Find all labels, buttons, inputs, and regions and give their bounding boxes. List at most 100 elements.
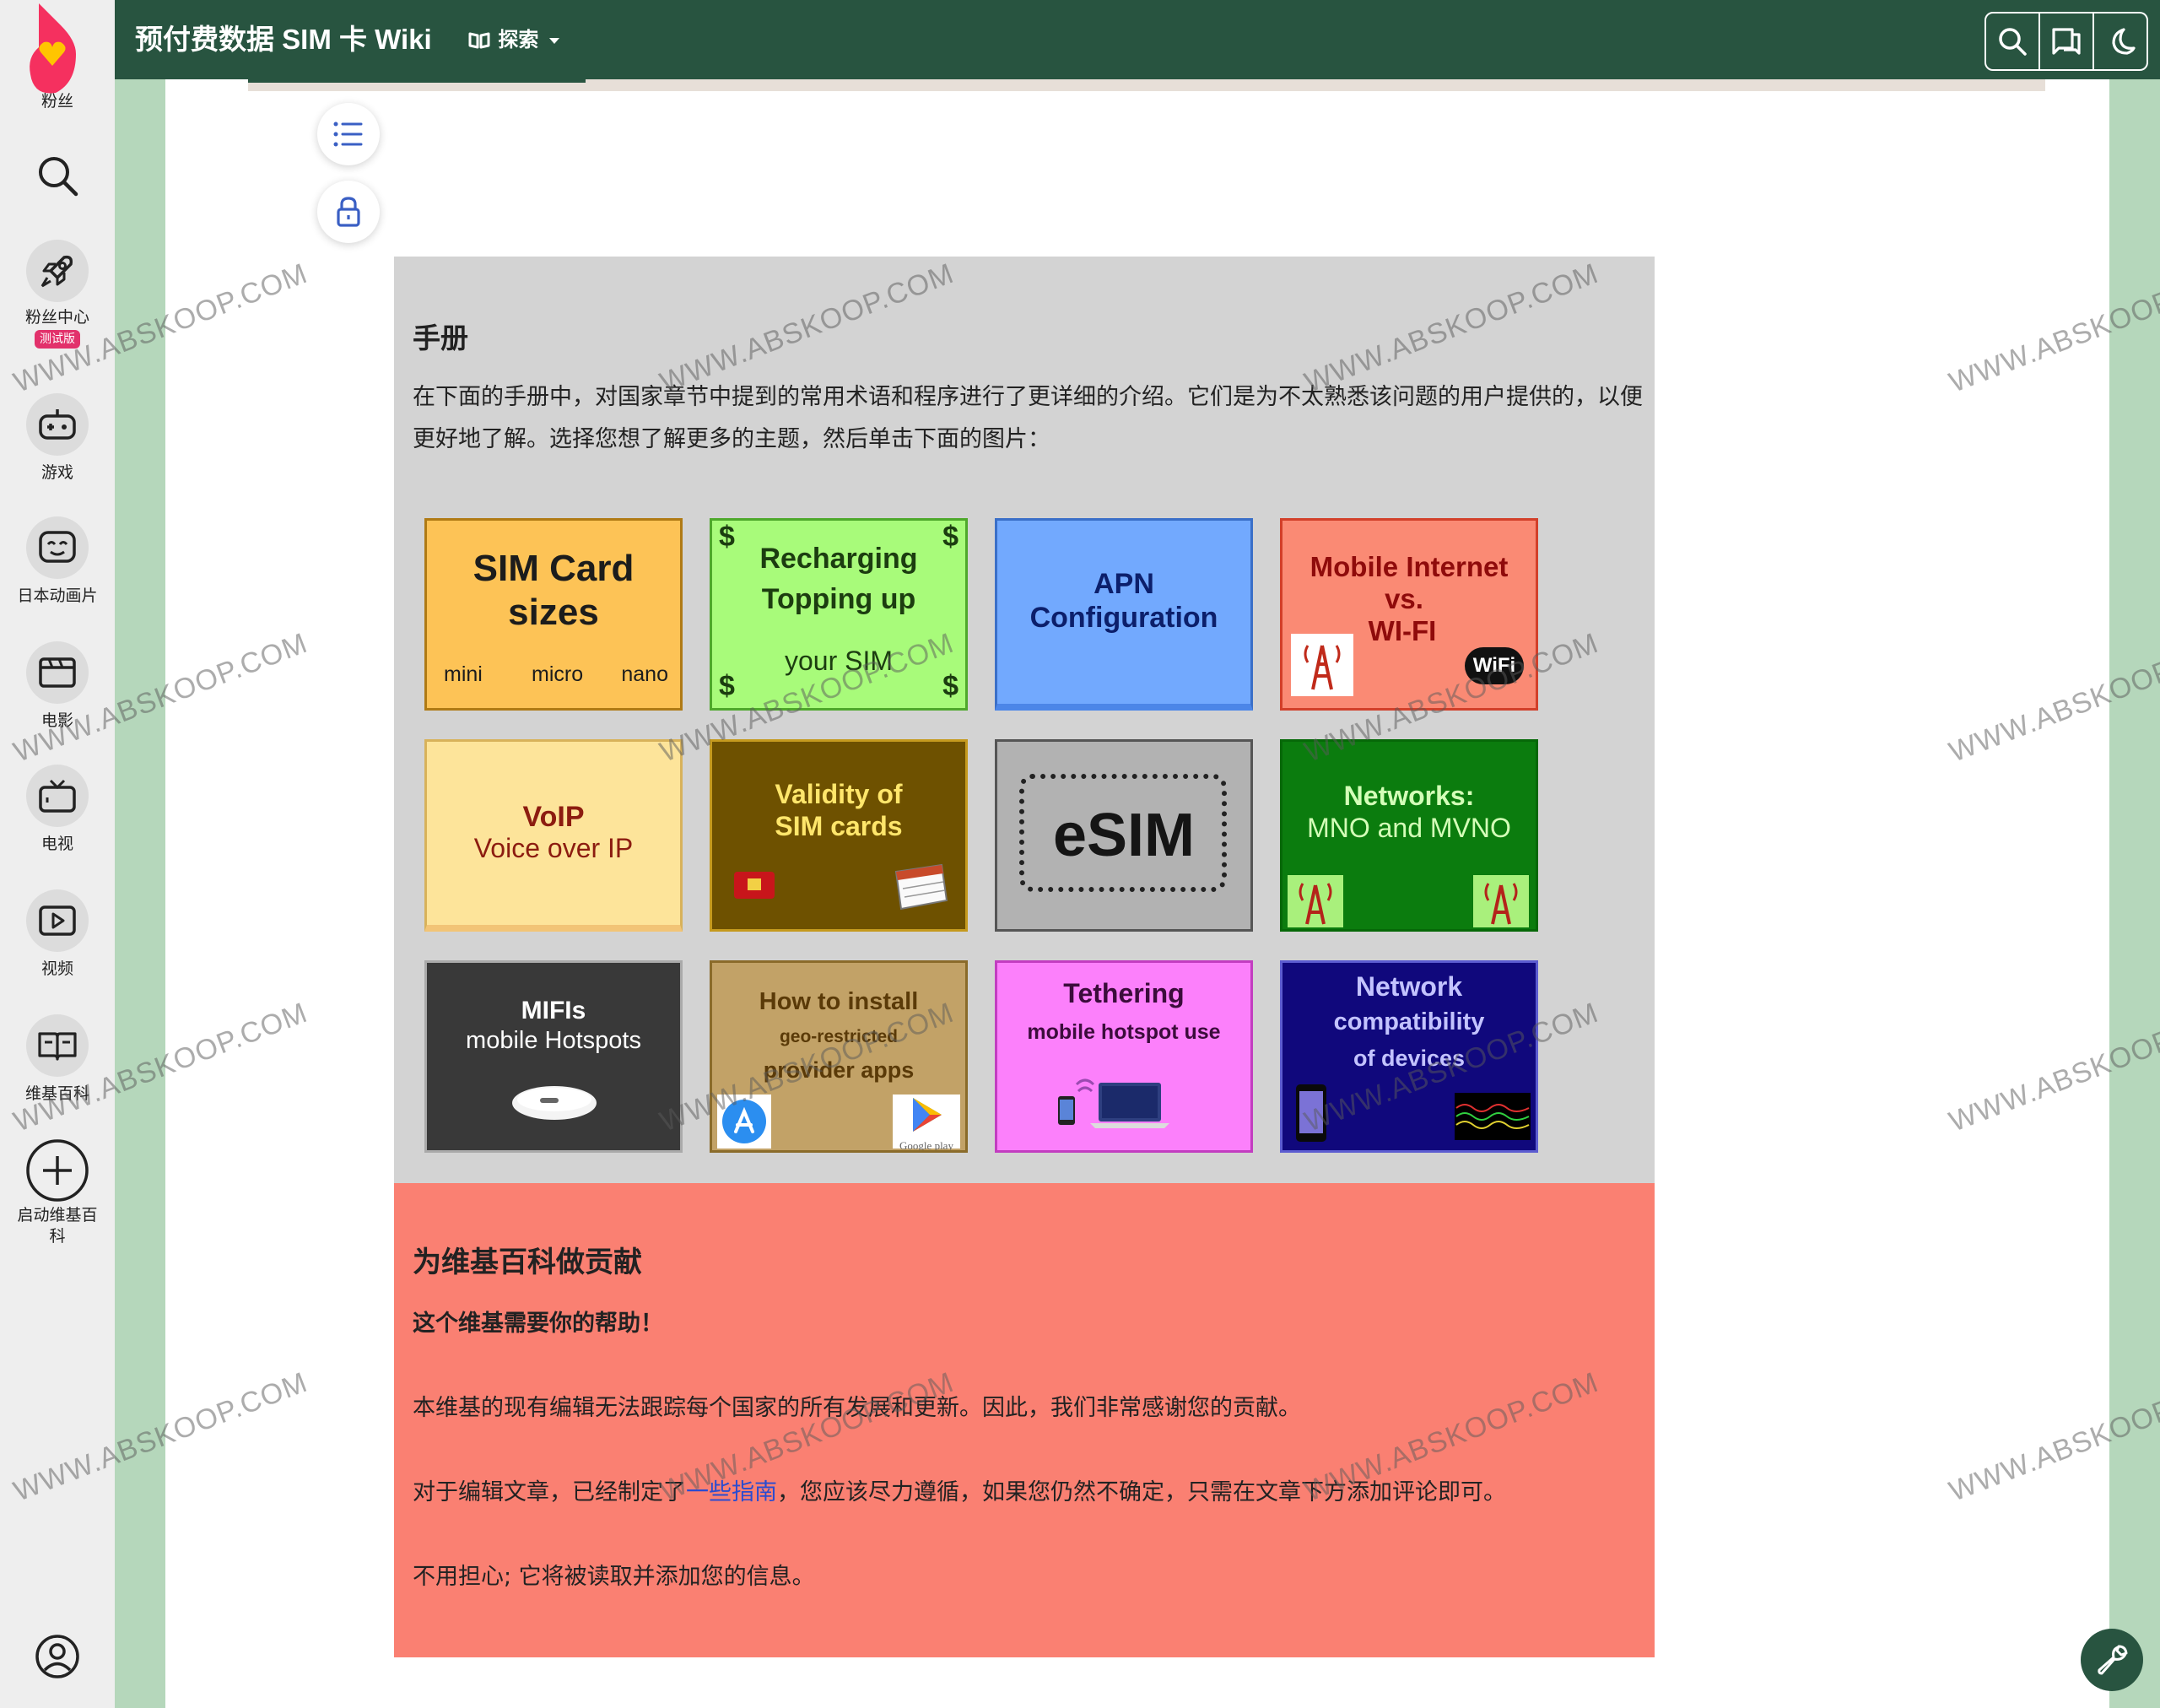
contribute-paragraph-2: 对于编辑文章，已经制定了一些指南，您应该尽力遵循，如果您仍然不确定，只需在文章下… — [413, 1473, 1506, 1506]
fandom-home-link[interactable]: 粉丝 — [0, 2, 115, 112]
tv-icon — [39, 779, 76, 813]
tile-networks-mno-mvno[interactable]: Networks: MNO and MVNO — [1280, 739, 1538, 932]
wiki-title[interactable]: 预付费数据 SIM 卡 Wiki — [135, 24, 432, 55]
user-account-button[interactable] — [0, 1634, 115, 1679]
tile-network-compatibility[interactable]: Network compatibility of devices — [1280, 960, 1538, 1153]
video-nav-item[interactable]: 视频 — [0, 889, 115, 980]
google-play-badge: Google play — [893, 1095, 960, 1152]
wrench-icon — [2098, 1645, 2128, 1675]
tile-title: SIM cards — [775, 811, 903, 841]
paragraph-text: ，您应该尽力遵循，如果您仍然不确定，只需在文章下方添加评论即可。 — [777, 1479, 1506, 1505]
tile-mobile-internet-vs-wifi[interactable]: Mobile Internet vs. WI-FI WiFi — [1280, 518, 1538, 711]
moon-icon — [2112, 28, 2136, 55]
dollar-icon: $ — [719, 670, 735, 702]
tile-title: compatibility — [1333, 1008, 1485, 1035]
tile-esim[interactable]: eSIM — [995, 739, 1253, 932]
tile-title: VoIP — [522, 801, 585, 833]
tile-title: Recharging — [759, 543, 918, 575]
header-actions — [1984, 12, 2148, 71]
article-page: 手册 在下面的手册中，对国家章节中提到的常用术语和程序进行了更详细的介绍。它们是… — [165, 79, 2109, 1708]
app-store-icon — [717, 1095, 771, 1149]
tile-install-geo-restricted-apps[interactable]: How to install geo-restricted provider a… — [710, 960, 968, 1153]
tile-mifis[interactable]: MIFIs mobile Hotspots — [424, 960, 683, 1153]
contribute-title: 为维基百科做贡献 — [413, 1246, 642, 1279]
page-top-strip-accent — [248, 79, 586, 83]
rocket-icon — [40, 255, 73, 288]
tile-subtitle: Voice over IP — [473, 833, 634, 863]
fans-label: 粉丝 — [40, 92, 73, 111]
discussions-button[interactable] — [2040, 14, 2094, 69]
tile-title: provider apps — [763, 1057, 915, 1083]
anime-label: 日本动画片 — [17, 586, 98, 605]
contribute-subtitle: 这个维基需要你的帮助！ — [413, 1311, 663, 1337]
tile-tethering[interactable]: Tethering mobile hotspot use — [995, 960, 1253, 1153]
calendar-icon — [894, 863, 948, 911]
guidelines-link[interactable]: 一些指南 — [686, 1479, 777, 1505]
table-of-contents-button[interactable] — [317, 103, 380, 165]
page-tools-button[interactable] — [2081, 1629, 2143, 1691]
header-search-button[interactable] — [1986, 14, 2040, 69]
google-play-icon — [913, 1098, 942, 1132]
wiki-nav-item[interactable]: 维基百科 — [0, 1014, 115, 1105]
plus-circle-icon — [26, 1139, 89, 1202]
search-nav-button[interactable] — [0, 154, 115, 197]
tile-recharging[interactable]: $ $ $ $ Recharging Topping up your SIM — [710, 518, 968, 711]
tile-title: Tethering — [1063, 978, 1185, 1008]
wiki-header: 预付费数据 SIM 卡 Wiki 探索 — [115, 0, 2160, 79]
start-wiki-nav-item[interactable]: 启动维基百科 — [0, 1138, 115, 1247]
fandom-logo-icon — [30, 3, 76, 94]
anime-face-icon — [39, 531, 76, 563]
search-icon — [1999, 28, 2027, 56]
tile-subtitle: MNO and MVNO — [1307, 813, 1511, 843]
phone-laptop-icon — [1058, 1078, 1169, 1128]
tile-title: Configuration — [1029, 602, 1218, 634]
beta-badge: 测试版 — [35, 330, 80, 349]
dollar-icon: $ — [942, 521, 958, 553]
tile-voip[interactable]: VoIP Voice over IP — [424, 739, 683, 932]
discussions-icon — [2052, 28, 2081, 55]
chevron-down-icon — [548, 38, 559, 44]
tile-sub-mini: mini — [444, 662, 483, 686]
tile-title: of devices — [1353, 1046, 1466, 1071]
tile-title: Networks: — [1343, 781, 1475, 811]
wiki-icon-wrap — [26, 1014, 89, 1077]
cell-tower-icon — [1473, 875, 1529, 927]
tile-title: eSIM — [1052, 802, 1196, 869]
sim-card-icon — [734, 872, 775, 899]
google-play-label: Google play — [899, 1139, 953, 1152]
movies-nav-item[interactable]: 电影 — [0, 641, 115, 732]
handbook-description: 在下面的手册中，对国家章节中提到的常用术语和程序进行了更详细的介绍。它们是为不太… — [413, 384, 1643, 452]
tile-validity-of-sim-cards[interactable]: Validity of SIM cards — [710, 739, 968, 932]
explore-menu[interactable]: 探索 — [467, 0, 563, 79]
anime-nav-item[interactable]: 日本动画片 — [0, 516, 115, 607]
games-nav-item[interactable]: 游戏 — [0, 393, 115, 484]
paragraph-text: 对于编辑文章，已经制定了 — [413, 1479, 686, 1505]
tile-title: WI-FI — [1368, 615, 1437, 646]
handbook-section: 手册 在下面的手册中，对国家章节中提到的常用术语和程序进行了更详细的介绍。它们是… — [394, 257, 1655, 1183]
mifi-device-icon — [512, 1086, 597, 1120]
global-navigation: 粉丝 粉丝中心 测试版 游戏 — [0, 0, 115, 1708]
tile-apn-configuration[interactable]: APN Configuration — [995, 518, 1253, 711]
games-label: 游戏 — [40, 463, 73, 482]
list-icon — [333, 122, 363, 147]
tile-sim-card-sizes[interactable]: SIM Card sizes mini micro nano — [424, 518, 683, 711]
esim-chip-outline — [1019, 774, 1227, 892]
dark-mode-toggle[interactable] — [2094, 14, 2146, 69]
contribute-paragraph-3: 不用担心; 它将被读取并添加您的信息。 — [413, 1564, 815, 1590]
contribute-paragraph-1: 本维基的现有编辑无法跟踪每个国家的所有发展和更新。因此，我们非常感谢您的贡献。 — [413, 1395, 1301, 1421]
tile-title: Mobile Internet — [1310, 551, 1509, 582]
clapperboard-icon — [39, 657, 76, 688]
contribute-section: 为维基百科做贡献 这个维基需要你的帮助！ 本维基的现有编辑无法跟踪每个国家的所有… — [394, 1183, 1655, 1657]
game-controller-icon — [39, 409, 76, 440]
tile-sub-micro: micro — [532, 662, 584, 686]
explore-icon — [468, 32, 490, 49]
protection-status-button[interactable] — [317, 181, 380, 243]
wiki-label: 维基百科 — [24, 1084, 89, 1103]
handbook-title: 手册 — [413, 322, 468, 354]
wifi-logo: WiFi — [1465, 647, 1524, 684]
tile-title: APN — [1094, 568, 1154, 600]
tv-nav-item[interactable]: 电视 — [0, 765, 115, 855]
tile-subtitle: mobile Hotspots — [466, 1027, 641, 1054]
tile-subtitle: your SIM — [784, 646, 894, 676]
fan-center-nav-item[interactable]: 粉丝中心 测试版 — [0, 240, 115, 349]
